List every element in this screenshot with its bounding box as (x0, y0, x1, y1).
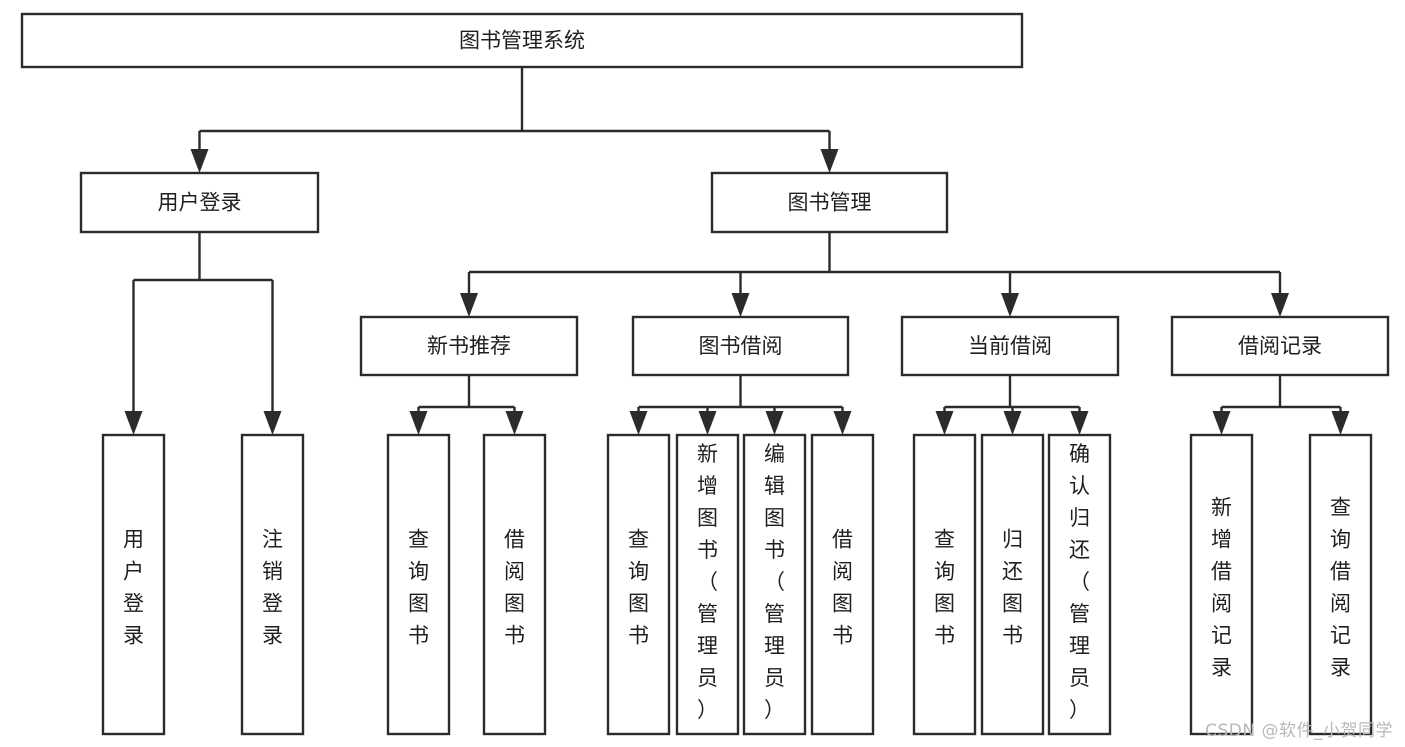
node-current-borrow[interactable]: 当前借阅 (900, 315, 1120, 377)
node-label-leaf-user-login: 用户登录 (123, 528, 144, 648)
node-label-borrow-record: 借阅记录 (1238, 334, 1322, 358)
node-box-book-management[interactable] (710, 171, 949, 234)
node-box-user-login[interactable] (79, 171, 320, 234)
node-leaf-user-logout[interactable]: 注销登录 (240, 433, 305, 736)
node-box-leaf-edit-book-admin[interactable] (742, 433, 807, 736)
arrow-head-icon (1070, 411, 1089, 435)
node-leaf-borrow-book-recommend[interactable]: 借阅图书 (482, 433, 547, 736)
node-leaf-query-borrow-record[interactable]: 查询借阅记录 (1308, 433, 1373, 736)
node-leaf-add-book-admin[interactable]: 新增图书（管理员） (675, 433, 740, 736)
arrow-head-icon (1212, 411, 1231, 435)
arrow-head-icon (765, 411, 784, 435)
node-box-leaf-confirm-return-admin[interactable] (1047, 433, 1112, 736)
node-label-leaf-query-borrow-record: 查询借阅记录 (1330, 496, 1351, 680)
arrow-head-icon (731, 293, 750, 317)
node-book-management[interactable]: 图书管理 (710, 171, 949, 234)
node-book-borrow[interactable]: 图书借阅 (631, 315, 850, 377)
arrow-head-icon (1331, 411, 1350, 435)
node-new-book-recommend[interactable]: 新书推荐 (359, 315, 579, 377)
node-label-user-login: 用户登录 (158, 191, 242, 215)
node-label-leaf-query-book-current: 查询图书 (934, 528, 955, 648)
node-label-new-book-recommend: 新书推荐 (427, 334, 511, 358)
node-label-book-borrow: 图书借阅 (699, 334, 783, 358)
arrow-head-icon (1001, 293, 1019, 317)
node-borrow-record[interactable]: 借阅记录 (1170, 315, 1390, 377)
arrow-head-icon (629, 411, 648, 435)
arrow-head-icon (124, 411, 143, 435)
arrow-head-icon (833, 411, 852, 435)
node-label-leaf-return-book: 归还图书 (1002, 528, 1023, 648)
node-label-leaf-borrow-book-recommend: 借阅图书 (504, 528, 525, 648)
arrow-head-icon (460, 293, 478, 317)
node-root[interactable]: 图书管理系统 (20, 12, 1024, 69)
node-box-borrow-record[interactable] (1170, 315, 1390, 377)
arrow-head-icon (190, 149, 209, 173)
node-box-current-borrow[interactable] (900, 315, 1120, 377)
node-label-leaf-borrow-book: 借阅图书 (832, 528, 853, 648)
node-box-leaf-query-book-recommend[interactable] (386, 433, 451, 736)
arrow-head-icon (698, 411, 717, 435)
node-leaf-confirm-return-admin[interactable]: 确认归还（管理员） (1047, 433, 1112, 736)
node-box-leaf-user-logout[interactable] (240, 433, 305, 736)
node-leaf-return-book[interactable]: 归还图书 (980, 433, 1045, 736)
node-box-book-borrow[interactable] (631, 315, 850, 377)
node-label-leaf-query-book-borrow: 查询图书 (628, 528, 649, 648)
node-label-book-management: 图书管理 (788, 191, 872, 215)
node-leaf-query-book-recommend[interactable]: 查询图书 (386, 433, 451, 736)
node-user-login[interactable]: 用户登录 (79, 171, 320, 234)
node-label-leaf-user-logout: 注销登录 (262, 528, 283, 648)
node-label-current-borrow: 当前借阅 (968, 334, 1052, 358)
node-box-root[interactable] (20, 12, 1024, 69)
node-layer: 图书管理系统用户登录图书管理新书推荐图书借阅当前借阅借阅记录用户登录注销登录查询… (20, 12, 1390, 736)
node-box-leaf-add-book-admin[interactable] (675, 433, 740, 736)
node-box-leaf-query-book-current[interactable] (912, 433, 977, 736)
node-label-root: 图书管理系统 (459, 29, 585, 53)
node-box-new-book-recommend[interactable] (359, 315, 579, 377)
connector-layer (124, 67, 1350, 435)
node-leaf-edit-book-admin[interactable]: 编辑图书（管理员） (742, 433, 807, 736)
node-box-leaf-borrow-book-recommend[interactable] (482, 433, 547, 736)
arrow-head-icon (263, 411, 282, 435)
node-box-leaf-add-borrow-record[interactable] (1189, 433, 1254, 736)
node-leaf-borrow-book[interactable]: 借阅图书 (810, 433, 875, 736)
arrow-head-icon (935, 411, 954, 435)
arrow-head-icon (505, 411, 524, 435)
node-label-leaf-query-book-recommend: 查询图书 (408, 528, 429, 648)
arrow-head-icon (409, 411, 428, 435)
node-label-leaf-add-borrow-record: 新增借阅记录 (1211, 496, 1232, 680)
node-label-leaf-edit-book-admin: 编辑图书（管理员） (764, 442, 785, 722)
node-box-leaf-user-login[interactable] (101, 433, 166, 736)
arrow-head-icon (1003, 411, 1022, 435)
node-box-leaf-borrow-book[interactable] (810, 433, 875, 736)
node-leaf-add-borrow-record[interactable]: 新增借阅记录 (1189, 433, 1254, 736)
node-label-leaf-confirm-return-admin: 确认归还（管理员） (1069, 442, 1090, 722)
node-leaf-query-book-current[interactable]: 查询图书 (912, 433, 977, 736)
node-leaf-query-book-borrow[interactable]: 查询图书 (606, 433, 671, 736)
node-box-leaf-query-book-borrow[interactable] (606, 433, 671, 736)
node-label-leaf-add-book-admin: 新增图书（管理员） (697, 442, 718, 722)
node-leaf-user-login[interactable]: 用户登录 (101, 433, 166, 736)
arrow-head-icon (820, 149, 839, 173)
node-box-leaf-return-book[interactable] (980, 433, 1045, 736)
node-box-leaf-query-borrow-record[interactable] (1308, 433, 1373, 736)
arrow-head-icon (1271, 293, 1289, 317)
